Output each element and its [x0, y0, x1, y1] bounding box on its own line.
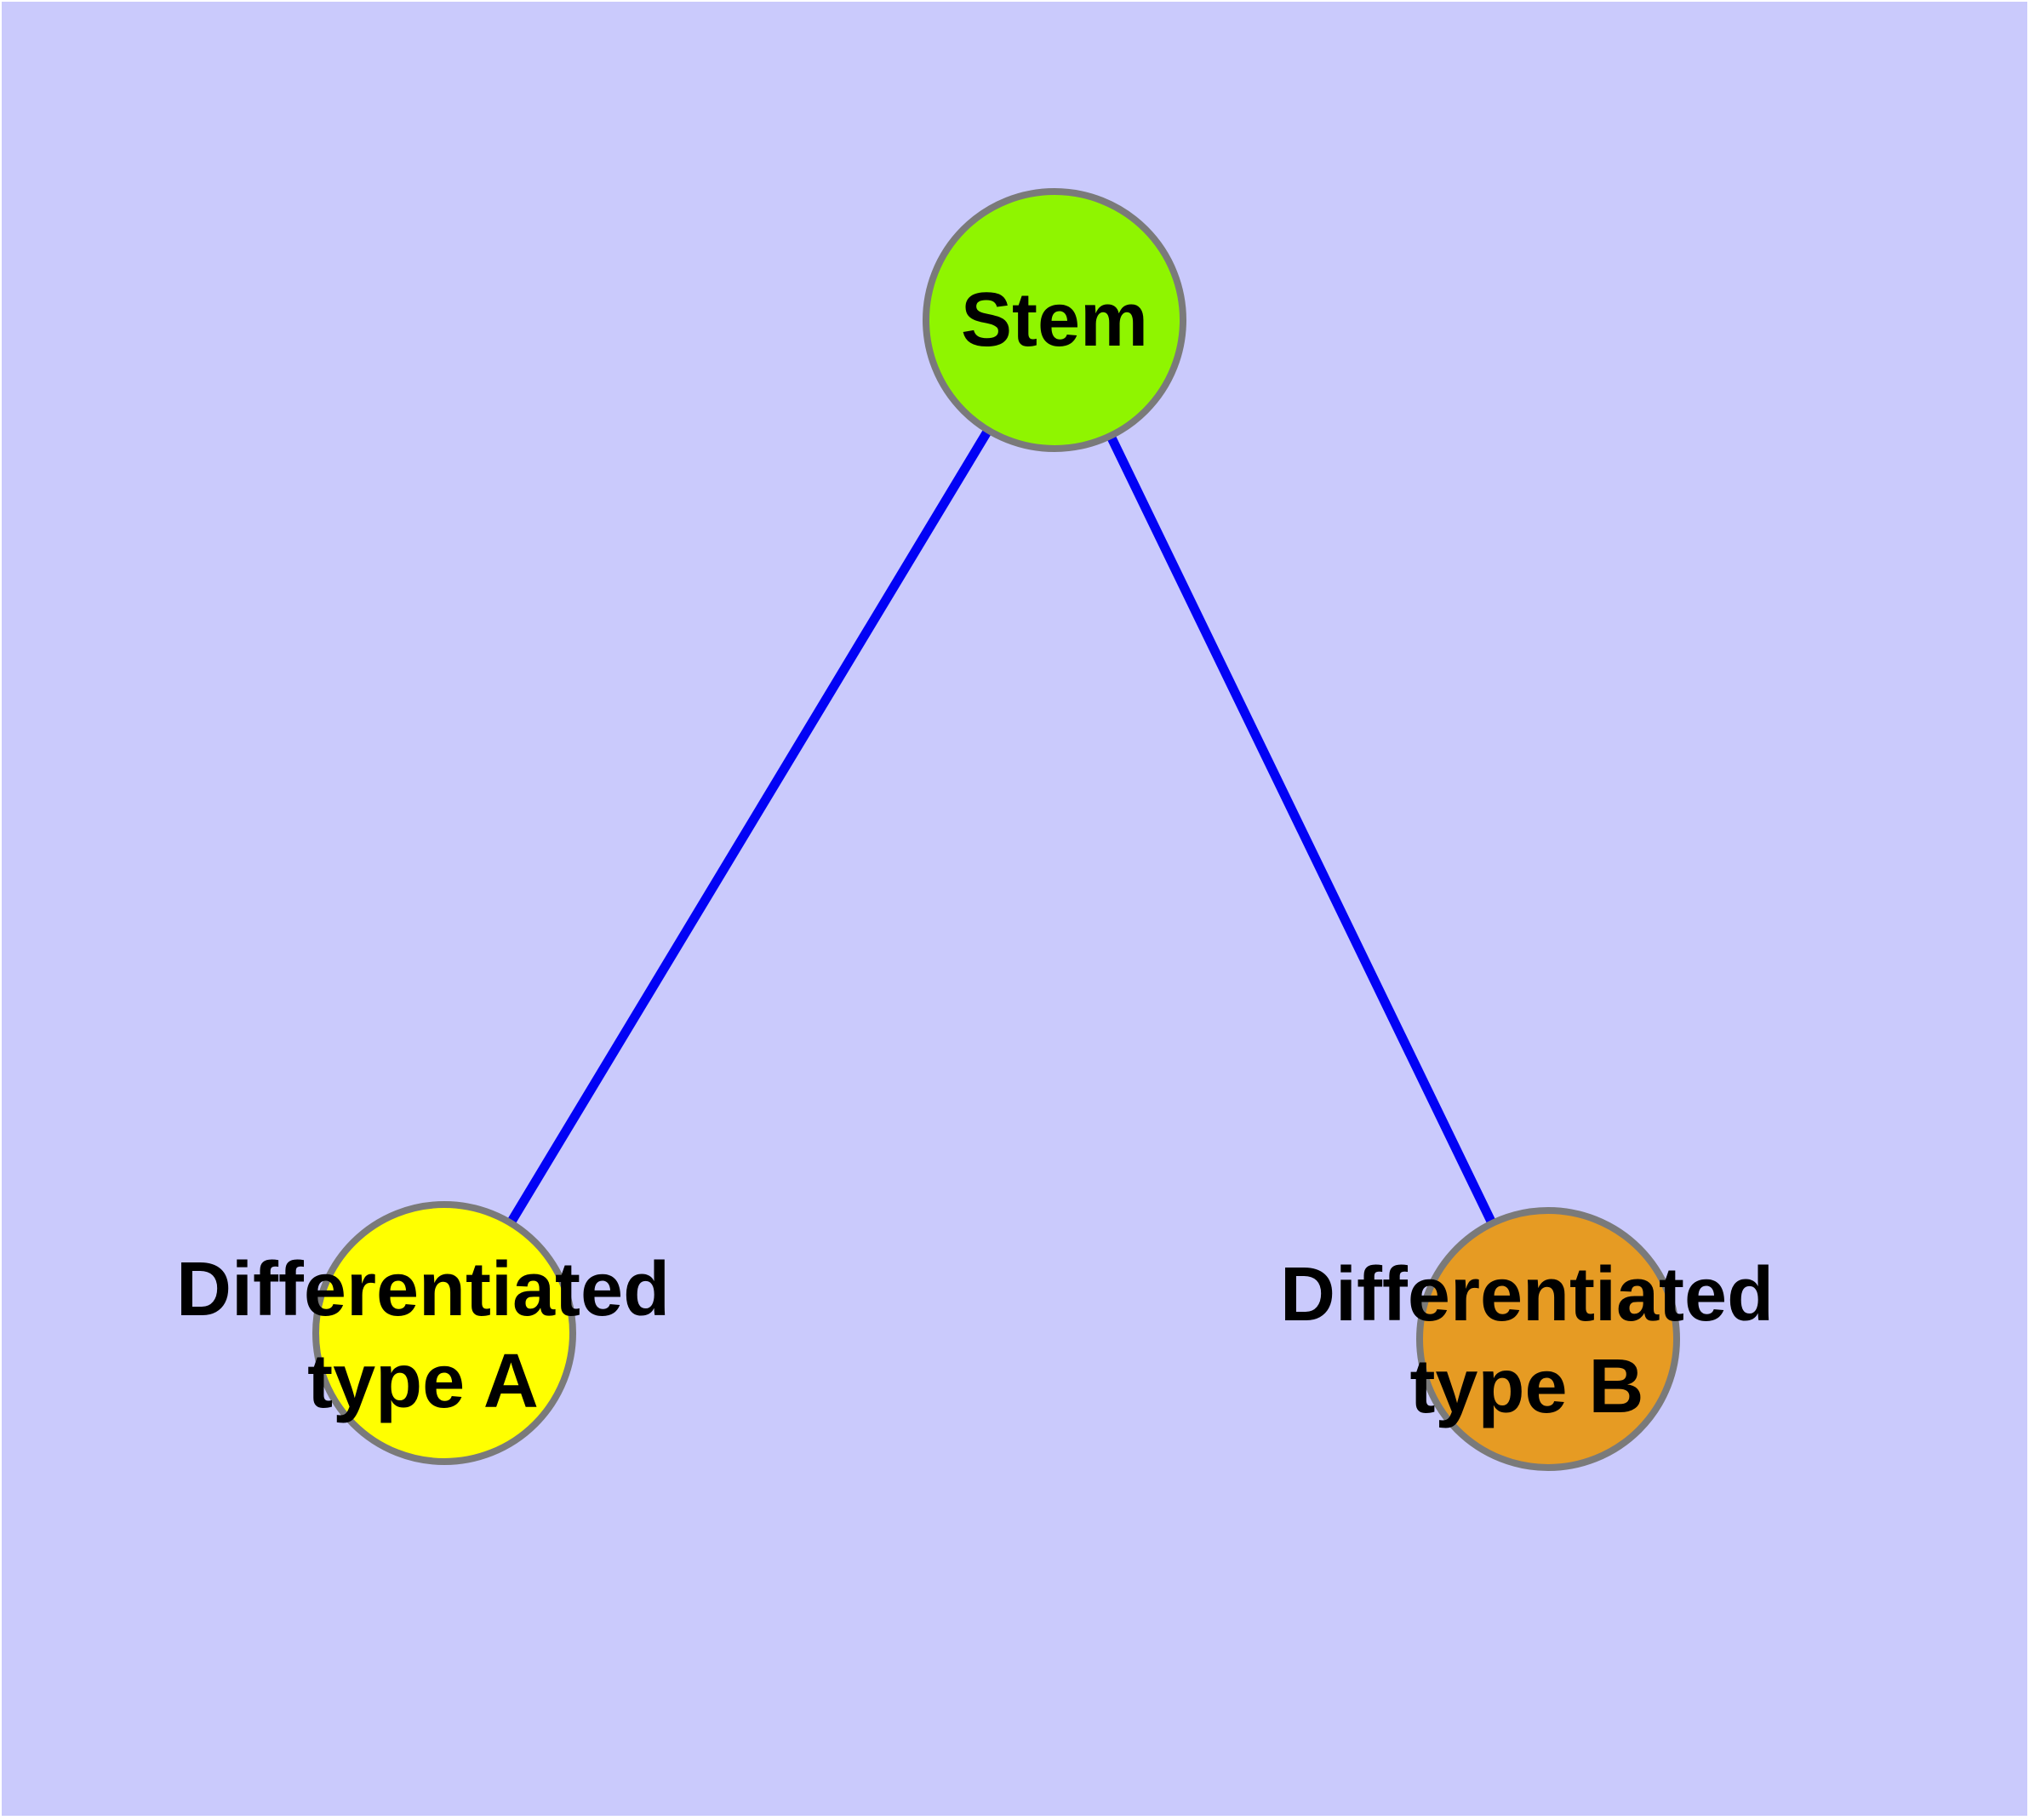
edge-stem-to-type-b: [1050, 318, 1552, 1342]
node-type-a-label: Differentiated type A: [176, 1244, 670, 1428]
node-type-b-circle: [1416, 1207, 1680, 1471]
edge-stem-to-type-a: [440, 318, 1059, 1336]
node-type-b-label-line2: type B: [1409, 1344, 1644, 1429]
node-type-a-label-line1: Differentiated: [175, 1247, 671, 1332]
node-stem-label-text: Stem: [960, 278, 1149, 363]
node-type-a-label-line2: type A: [307, 1339, 539, 1424]
node-type-b-label: Differentiated type B: [1280, 1249, 1774, 1433]
node-stem-circle: [923, 188, 1186, 452]
node-type-a-circle: [312, 1201, 576, 1465]
node-type-b-label-line1: Differentiated: [1279, 1252, 1775, 1337]
node-stem-label: Stem: [961, 274, 1148, 366]
